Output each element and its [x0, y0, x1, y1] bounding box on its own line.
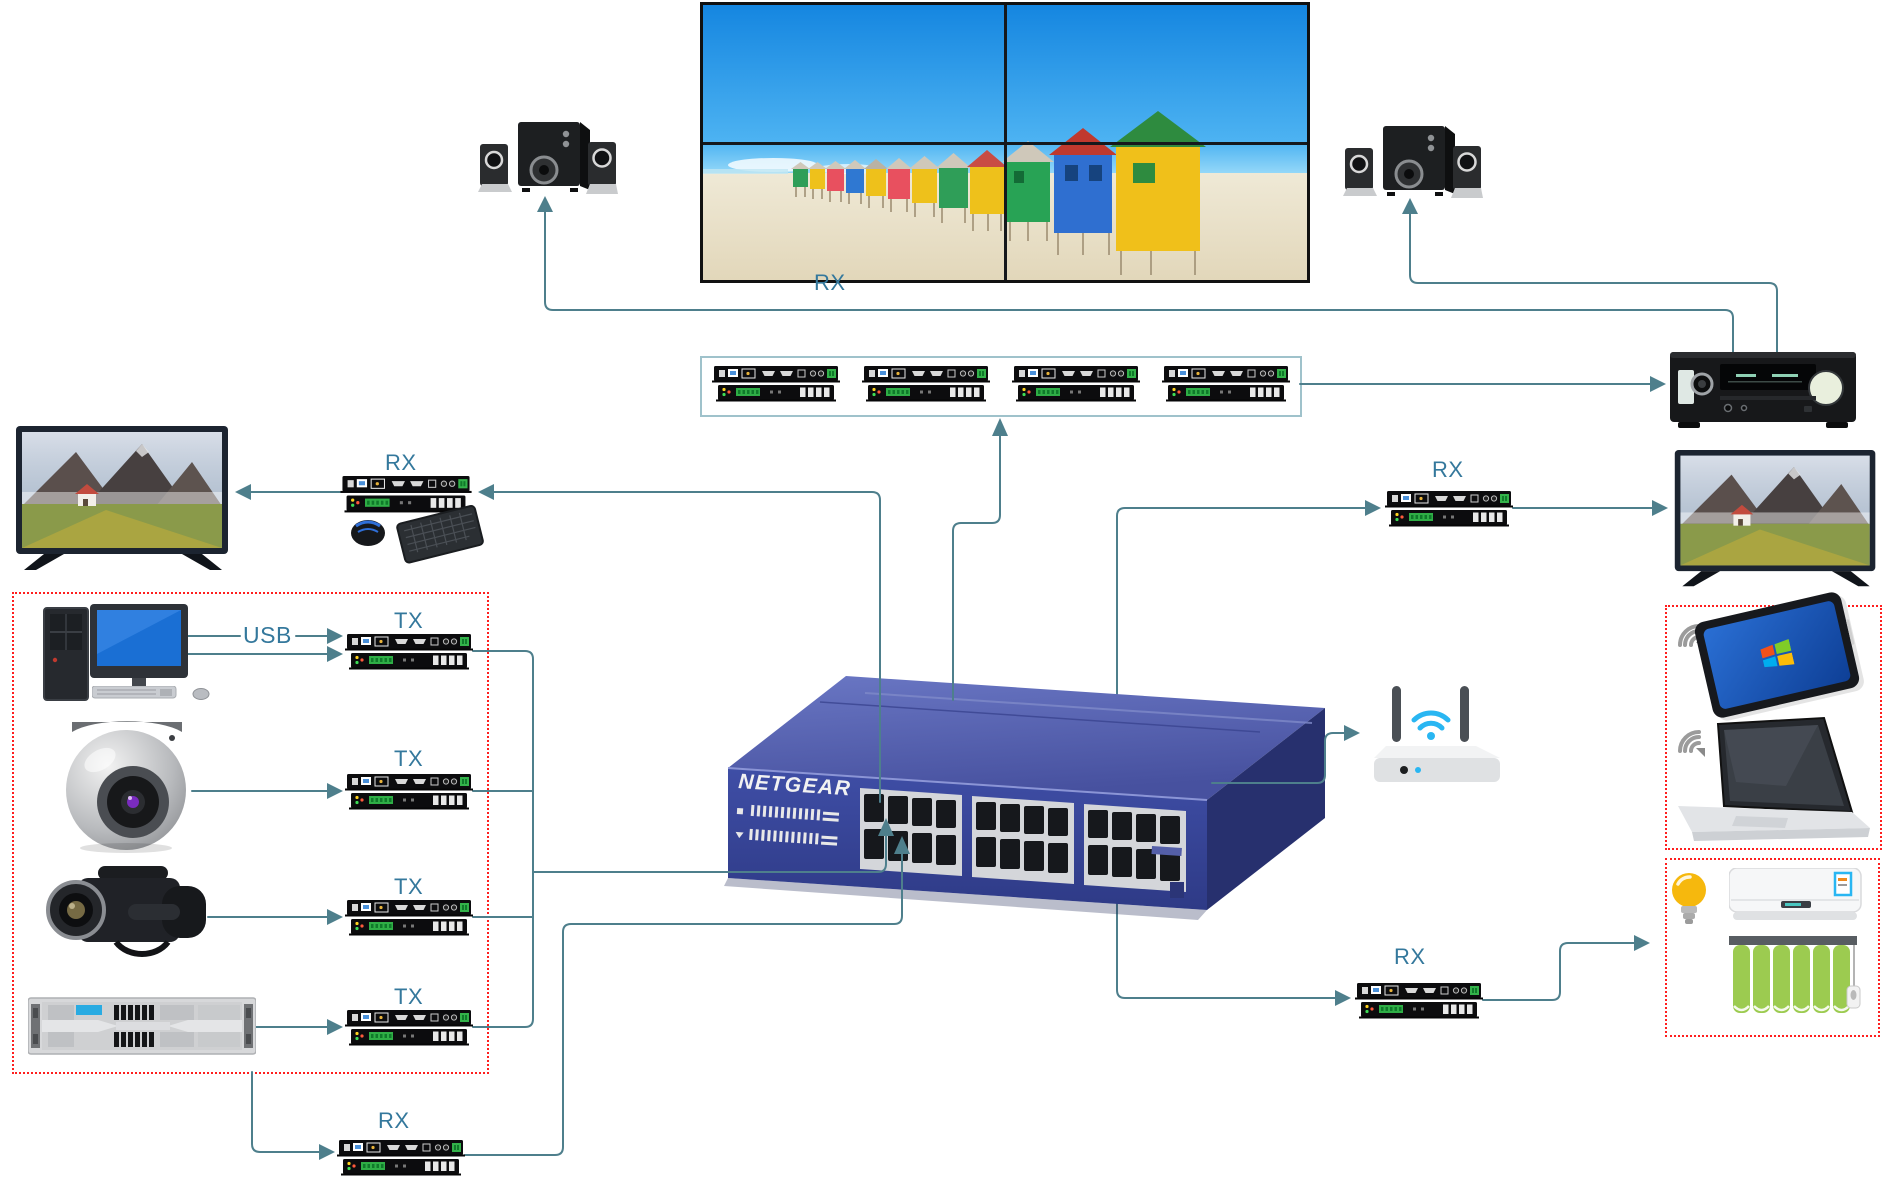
- beach-huts: [795, 187, 1196, 275]
- laptop: [1678, 716, 1870, 841]
- right-speakers: [1343, 126, 1483, 198]
- label-rx-bottom-middle: RX: [1394, 944, 1426, 969]
- left-speakers: [478, 122, 618, 194]
- video-wall-seam-horizontal: [703, 141, 1307, 145]
- dome-camera: [66, 721, 186, 853]
- label-usb: USB: [243, 622, 292, 648]
- label-tx-server: TX: [394, 984, 424, 1009]
- rx-unit-row-3: [1012, 365, 1140, 402]
- label-tx-camera: TX: [394, 746, 424, 771]
- rx-unit-right: [1385, 490, 1513, 527]
- tx-unit-camcorder: [345, 899, 473, 936]
- beach-hut-bodies: [791, 111, 1206, 251]
- mouse: [351, 520, 385, 546]
- label-rx-right: RX: [1432, 457, 1464, 482]
- label-rx-row: RX: [814, 270, 846, 295]
- tablet-screen: [1702, 599, 1852, 711]
- av-receiver: [1670, 352, 1856, 428]
- pc-mouse: [192, 688, 210, 700]
- label-tx-camcorder: TX: [394, 874, 424, 899]
- arrowheads: [235, 196, 1668, 1160]
- rx-group-box: [700, 356, 1302, 417]
- tx-unit-server: [345, 1009, 473, 1046]
- rx-unit-bottom-left: [337, 1139, 465, 1176]
- light-bulb: [1672, 873, 1706, 924]
- smart-home-group-box: [1665, 858, 1880, 1037]
- rx-unit-row-4: [1162, 365, 1290, 402]
- label-rx-left: RX: [385, 450, 417, 475]
- camcorder: [46, 866, 206, 957]
- curtain: [1729, 936, 1861, 1013]
- rx-unit-row-1: [712, 365, 840, 402]
- label-tx-pc: TX: [394, 608, 424, 633]
- wifi-router: [1374, 686, 1500, 782]
- right-tv: [1674, 450, 1876, 587]
- pc-keyboard: [92, 686, 177, 699]
- rx-unit-bottom-middle: [1355, 982, 1483, 1019]
- tx-unit-pc: [345, 633, 473, 670]
- video-wall: [700, 2, 1310, 283]
- rx-unit-row-2: [862, 365, 990, 402]
- source-group-box: [12, 592, 489, 1074]
- rack-server: [28, 997, 256, 1055]
- windows-logo: [1760, 638, 1795, 668]
- desktop-pc: [43, 604, 188, 701]
- tablet: [1692, 590, 1862, 720]
- label-rx-bottom-left: RX: [378, 1108, 410, 1133]
- router-wifi-icon: [1411, 710, 1451, 740]
- air-conditioner: [1729, 868, 1862, 920]
- left-tv: [16, 426, 228, 570]
- tx-unit-camera: [345, 773, 473, 810]
- keyboard: [396, 505, 484, 564]
